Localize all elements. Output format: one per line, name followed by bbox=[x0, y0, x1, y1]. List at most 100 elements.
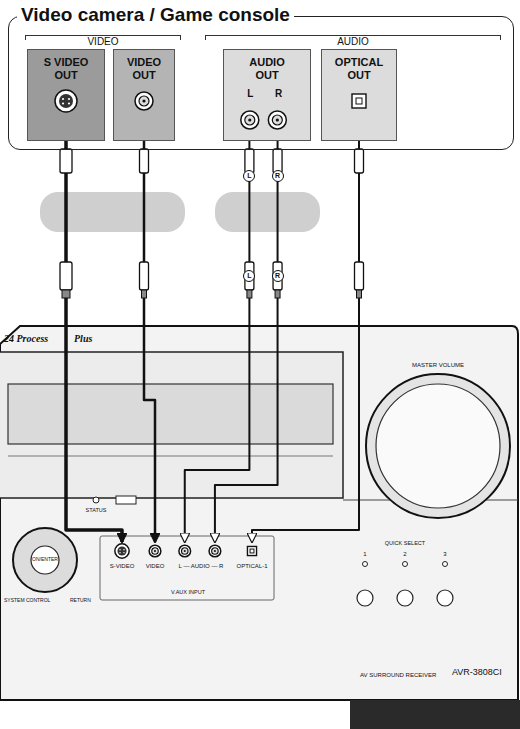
svideo-socket-core bbox=[59, 94, 73, 108]
jack-graphic bbox=[142, 542, 168, 560]
rca-socket bbox=[268, 111, 286, 129]
svideo-out-jack: S VIDEO OUT bbox=[27, 49, 105, 141]
preset-number: 2 bbox=[403, 551, 406, 558]
rca-socket-ring bbox=[139, 96, 149, 106]
node-label: VIDEO bbox=[146, 562, 165, 570]
optical-input-jack: OPTICAL-1 bbox=[234, 542, 270, 570]
plug-tip bbox=[247, 290, 252, 298]
brand-text: 24 Process bbox=[4, 333, 48, 344]
rca-socket bbox=[209, 545, 221, 557]
receiver-foot bbox=[350, 700, 520, 729]
quick-select-button bbox=[397, 590, 413, 606]
jack-graphic bbox=[234, 542, 270, 560]
quick-select-button bbox=[357, 590, 373, 606]
display-recess bbox=[0, 352, 343, 498]
optical-socket-window bbox=[250, 549, 254, 553]
plug-tip bbox=[275, 290, 280, 298]
display-window bbox=[8, 384, 333, 444]
group-header: AUDIO bbox=[205, 31, 501, 43]
svideo-socket bbox=[115, 544, 129, 558]
rca-socket bbox=[179, 545, 191, 557]
rca-socket bbox=[149, 545, 161, 557]
preset-number: 1 bbox=[363, 551, 366, 558]
svideo-pin bbox=[62, 102, 64, 104]
input-group-label: V.AUX INPUT bbox=[171, 589, 205, 595]
optical-socket-window bbox=[356, 98, 362, 104]
channel-marker: R bbox=[272, 270, 284, 282]
svideo-socket-core bbox=[117, 546, 126, 555]
control-label: QUICK SELECT bbox=[385, 540, 425, 546]
quick-select-button bbox=[437, 590, 453, 606]
control-label: MASTER VOLUME bbox=[412, 362, 464, 369]
quick-select-led bbox=[363, 562, 368, 567]
jack-graphic bbox=[28, 86, 104, 116]
control-label: RETURN bbox=[70, 598, 91, 604]
node-label: S VIDEO OUT bbox=[36, 56, 96, 82]
rca-socket-ring bbox=[212, 548, 219, 555]
node-label: OPTICAL-1 bbox=[236, 562, 267, 570]
plug-tip bbox=[62, 290, 70, 298]
svideo-pin bbox=[123, 549, 124, 550]
node-label: AUDIO bbox=[333, 36, 373, 48]
video-out-jack: VIDEO OUT bbox=[113, 49, 175, 141]
control-label: STATUS bbox=[86, 507, 107, 513]
volume-knob-ring bbox=[366, 374, 510, 518]
usb-port bbox=[116, 496, 136, 504]
optical-socket bbox=[352, 94, 366, 108]
rca-socket-pin bbox=[248, 118, 251, 121]
svideo-pin bbox=[68, 102, 70, 104]
group-header: VIDEO bbox=[25, 31, 181, 43]
node-label: L bbox=[244, 88, 256, 101]
rca-socket-ring bbox=[272, 115, 282, 125]
brand-text: Plus bbox=[74, 333, 92, 344]
plug-tip bbox=[357, 290, 362, 298]
cable-band bbox=[40, 192, 185, 232]
cable-connector bbox=[215, 141, 278, 542]
cable-plug bbox=[60, 149, 72, 173]
quick-select-led bbox=[443, 562, 448, 567]
node-label: AUDIO OUT bbox=[242, 56, 292, 82]
display-trim bbox=[8, 456, 333, 457]
preset-number: 3 bbox=[443, 551, 446, 558]
device-frame: Video camera / Game consoleVIDEOS VIDEO … bbox=[8, 16, 514, 150]
status-led bbox=[93, 497, 99, 503]
jack-graphic bbox=[106, 542, 138, 560]
node-label: VIDEO bbox=[83, 36, 122, 48]
rca-socket bbox=[135, 92, 153, 110]
jack-graphic bbox=[322, 86, 396, 116]
button-label: ON/ENTER bbox=[32, 557, 58, 563]
cable-connector bbox=[66, 141, 122, 542]
control-wheel bbox=[13, 528, 77, 592]
svideo-socket bbox=[55, 90, 77, 112]
model-number: AVR-3808CI bbox=[452, 668, 502, 678]
cable-band bbox=[215, 192, 320, 232]
rca-socket-ring bbox=[152, 548, 159, 555]
aux-input-panel bbox=[100, 536, 274, 600]
cable-connector bbox=[252, 141, 359, 542]
rca-socket-pin bbox=[142, 99, 145, 102]
cable-plug bbox=[355, 262, 364, 290]
svideo-pin bbox=[62, 98, 64, 100]
channel-marker: R bbox=[272, 170, 284, 182]
optical-socket bbox=[247, 546, 256, 555]
node-label: VIDEO OUT bbox=[121, 56, 167, 82]
svideo-pin bbox=[119, 549, 120, 550]
optical-out-jack: OPTICAL OUT bbox=[321, 49, 397, 141]
channel-marker: L bbox=[243, 170, 255, 182]
svideo-pin bbox=[123, 552, 124, 553]
svideo-pin bbox=[119, 552, 120, 553]
model-label: AV SURROUND RECEIVER bbox=[360, 672, 436, 679]
plug-tip bbox=[142, 290, 147, 298]
rca-socket-pin bbox=[184, 550, 186, 552]
node-label: Video camera / Game console bbox=[17, 4, 294, 26]
svideo-pin bbox=[68, 98, 70, 100]
node-label: OPTICAL OUT bbox=[327, 56, 391, 82]
cable-plug bbox=[140, 149, 149, 173]
jack-graphic bbox=[172, 542, 230, 560]
audio-input-jack: L — AUDIO — R bbox=[172, 542, 230, 570]
cable-connector bbox=[185, 141, 250, 542]
quick-select-led bbox=[403, 562, 408, 567]
rca-socket-ring bbox=[245, 115, 255, 125]
jack-graphic bbox=[114, 86, 174, 116]
cable-plug bbox=[140, 262, 149, 290]
